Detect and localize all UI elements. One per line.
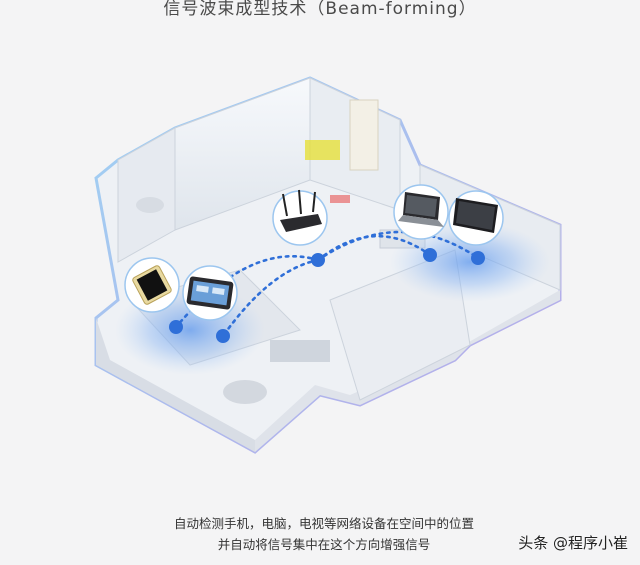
page-title: 信号波束成型技术（Beam-forming） (163, 0, 477, 19)
furniture (136, 99, 426, 404)
caption-line-1: 自动检测手机，电脑，电视等网络设备在空间中的位置 (173, 516, 474, 531)
watermark: 头条 @程序小崔 (518, 534, 628, 552)
signal-nodes (169, 248, 485, 343)
router-icon (272, 189, 328, 246)
laptop-icon (393, 184, 449, 240)
tablet-icon (182, 265, 238, 321)
tv-icon (448, 190, 504, 246)
signal-paths (174, 230, 480, 338)
smartphone-icon (124, 257, 180, 313)
caption-line-2: 并自动将信号集中在这个方向增强信号 (217, 537, 431, 552)
